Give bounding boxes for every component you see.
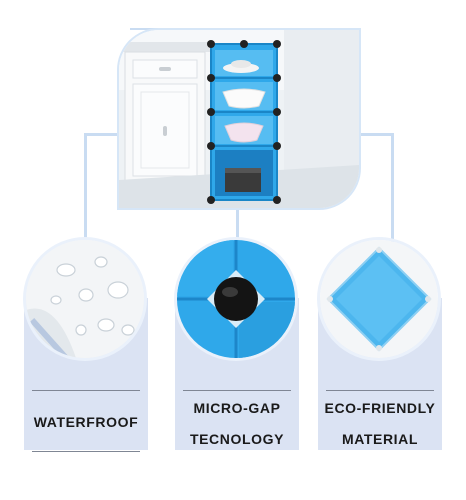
feature-micro-gap: MICRO-GAP TECNOLOGY bbox=[175, 240, 299, 452]
frame-line-vertical bbox=[236, 205, 239, 243]
label-divider-top bbox=[183, 390, 291, 391]
feature-label-line-1: ECO-FRIENDLY bbox=[324, 400, 436, 416]
feature-waterproof: WATERFROOF bbox=[24, 240, 148, 452]
feature-label-line-1: MICRO-GAP bbox=[193, 400, 281, 416]
feature-eco-friendly: ECO-FRIENDLY MATERIAL bbox=[318, 240, 442, 452]
feature-label-line-2: MATERIAL bbox=[341, 431, 419, 447]
waterproof-droplets-image bbox=[26, 240, 144, 358]
product-hero-image bbox=[119, 30, 359, 208]
frame-line-vertical bbox=[391, 133, 394, 243]
feature-label-line-1: WATERFROOF bbox=[33, 414, 139, 430]
feature-label-line-2: TECNOLOGY bbox=[189, 431, 285, 447]
frame-line-horizontal bbox=[358, 133, 394, 136]
panel-sheet-image bbox=[320, 240, 438, 358]
frame-line-horizontal bbox=[84, 133, 120, 136]
label-divider-bottom bbox=[32, 451, 140, 452]
label-divider-top bbox=[32, 390, 140, 391]
frame-line-top-outline bbox=[130, 28, 360, 30]
connector-closeup-image bbox=[177, 240, 295, 358]
frame-line-vertical bbox=[84, 133, 87, 243]
label-divider-top bbox=[326, 390, 434, 391]
